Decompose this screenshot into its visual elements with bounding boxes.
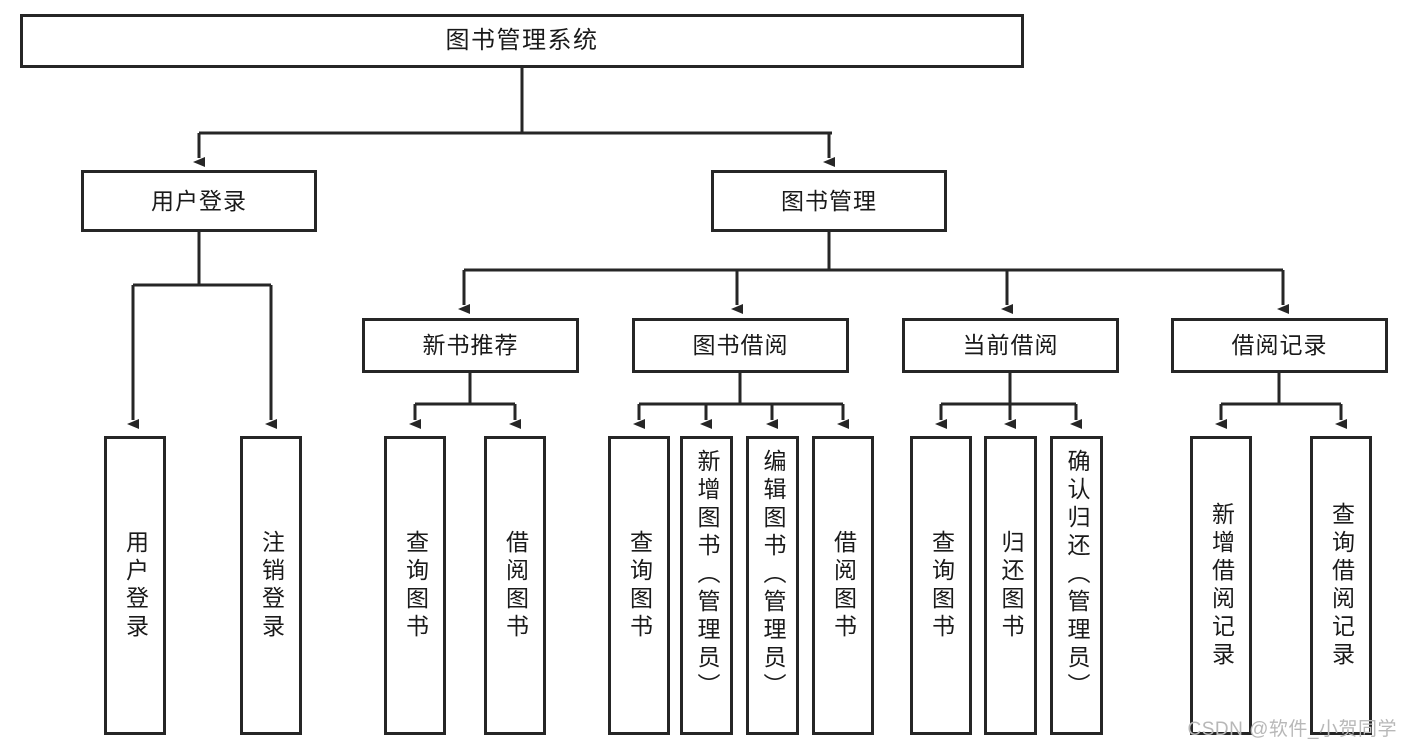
node-root-label: 图书管理系统 bbox=[445, 27, 599, 55]
node-book-borrow-label: 图书借阅 bbox=[692, 332, 789, 359]
leaf-logout[interactable]: 注销登录 bbox=[240, 436, 302, 735]
node-new-book-recommend[interactable]: 新书推荐 bbox=[362, 318, 579, 373]
node-user-login-label: 用户登录 bbox=[151, 187, 247, 214]
node-book-management[interactable]: 图书管理 bbox=[711, 170, 947, 232]
leaf-return-book-label: 归还图书 bbox=[998, 529, 1024, 642]
leaf-query-book-current-label: 查询图书 bbox=[928, 529, 955, 642]
leaf-user-login-label: 用户登录 bbox=[122, 529, 149, 642]
leaf-return-book[interactable]: 归还图书 bbox=[984, 436, 1037, 735]
leaf-confirm-return-admin-label: 确认归还（管理员） bbox=[1064, 449, 1090, 701]
node-borrow-record[interactable]: 借阅记录 bbox=[1171, 318, 1388, 373]
leaf-user-login[interactable]: 用户登录 bbox=[104, 436, 166, 735]
leaf-add-borrow-record-label: 新增借阅记录 bbox=[1208, 501, 1235, 670]
leaf-query-borrow-record[interactable]: 查询借阅记录 bbox=[1310, 436, 1372, 735]
leaf-query-book-recommend[interactable]: 查询图书 bbox=[384, 436, 446, 735]
leaf-query-book-borrow-label: 查询图书 bbox=[626, 529, 653, 642]
node-new-book-recommend-label: 新书推荐 bbox=[422, 332, 519, 359]
leaf-edit-book-admin[interactable]: 编辑图书（管理员） bbox=[746, 436, 799, 735]
leaf-borrow-book-recommend[interactable]: 借阅图书 bbox=[484, 436, 546, 735]
leaf-borrow-book-label: 借阅图书 bbox=[830, 529, 857, 642]
node-current-borrow[interactable]: 当前借阅 bbox=[902, 318, 1119, 373]
node-book-borrow[interactable]: 图书借阅 bbox=[632, 318, 849, 373]
leaf-add-book-admin-label: 新增图书（管理员） bbox=[694, 449, 720, 701]
watermark: CSDN @软件_小贺同学 bbox=[1187, 719, 1397, 740]
leaf-add-book-admin[interactable]: 新增图书（管理员） bbox=[680, 436, 733, 735]
leaf-add-borrow-record[interactable]: 新增借阅记录 bbox=[1190, 436, 1252, 735]
leaf-query-book-current[interactable]: 查询图书 bbox=[910, 436, 972, 735]
node-book-management-label: 图书管理 bbox=[781, 187, 877, 214]
leaf-borrow-book-recommend-label: 借阅图书 bbox=[502, 529, 529, 642]
leaf-logout-label: 注销登录 bbox=[258, 529, 285, 642]
leaf-borrow-book[interactable]: 借阅图书 bbox=[812, 436, 874, 735]
node-user-login[interactable]: 用户登录 bbox=[81, 170, 317, 232]
node-borrow-record-label: 借阅记录 bbox=[1231, 332, 1328, 359]
leaf-query-book-recommend-label: 查询图书 bbox=[402, 529, 429, 642]
leaf-query-book-borrow[interactable]: 查询图书 bbox=[608, 436, 670, 735]
leaf-query-borrow-record-label: 查询借阅记录 bbox=[1328, 501, 1355, 670]
leaf-edit-book-admin-label: 编辑图书（管理员） bbox=[760, 449, 786, 701]
node-current-borrow-label: 当前借阅 bbox=[962, 332, 1059, 359]
leaf-confirm-return-admin[interactable]: 确认归还（管理员） bbox=[1050, 436, 1103, 735]
node-root[interactable]: 图书管理系统 bbox=[20, 14, 1024, 68]
